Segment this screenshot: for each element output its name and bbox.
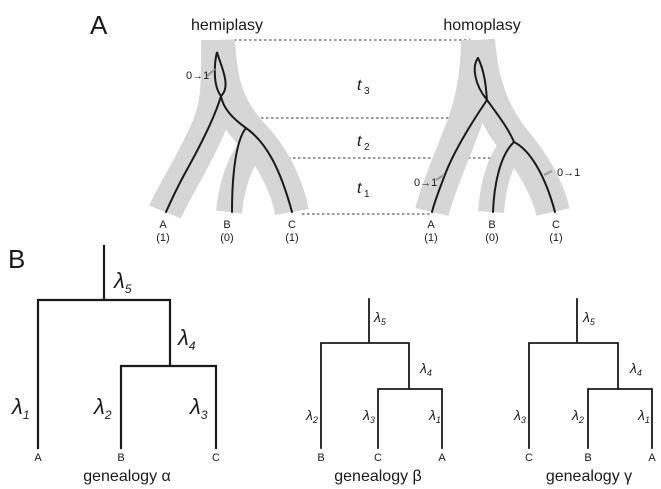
beta-tip-2: C [374,452,382,464]
alpha-tip-2: B [117,452,124,464]
genealogy-gamma: λ5 λ4 λ3 λ2 λ1 C B A genealogy γ [513,298,656,485]
alpha-lambda-1: λ1 [11,394,30,422]
svg-text:t: t [357,180,362,197]
gamma-lambda-3: λ3 [513,407,526,425]
beta-caption: genealogy β [334,468,422,485]
alpha-lambda-5: λ5 [113,268,132,296]
homoplasy-mutation-label-c: 0→1 [557,167,580,179]
svg-text:t: t [357,133,362,150]
hemiplasy-gene-tree [165,51,293,213]
gamma-tip-3: A [648,452,656,464]
hemiplasy-mutation-label: 0→1 [186,70,209,82]
hemiplasy-tip-c: C [288,219,296,231]
time-label-t1: t 1 [357,180,370,200]
genealogy-alpha: λ5 λ4 λ1 λ2 λ3 A B C genealogy α [11,244,220,485]
time-label-t2: t 2 [357,133,370,153]
hemiplasy-species-tree [149,39,309,219]
gamma-tip-2: B [584,452,591,464]
gamma-lambda-4: λ4 [629,360,642,378]
alpha-caption: genealogy α [83,468,171,485]
alpha-tip-3: C [212,452,220,464]
hemiplasy-tip-a: A [159,219,167,231]
alpha-lambda-3: λ3 [189,394,208,422]
alpha-lambda-4: λ4 [177,325,196,353]
homoplasy-gene-tree [431,57,556,213]
homoplasy-species-tree [415,38,570,217]
hemiplasy-tip-b: B [223,219,230,231]
time-label-t3: t 3 [357,77,370,97]
homoplasy-mutation-label-a: 0→1 [414,177,437,189]
homoplasy-tip-b-state: (0) [485,232,498,244]
svg-text:2: 2 [364,142,370,153]
mutation-tick-right [543,170,553,176]
beta-lambda-3: λ3 [362,407,375,425]
hemiplasy-tip-a-state: (1) [156,232,169,244]
panel-b-label: B [8,244,25,274]
homoplasy-tip-a-state: (1) [424,232,437,244]
alpha-tip-1: A [34,452,42,464]
svg-text:1: 1 [364,189,370,200]
genealogy-beta: λ5 λ4 λ2 λ3 λ1 B C A genealogy β [305,298,446,485]
alpha-lambda-2: λ2 [93,394,112,422]
gamma-caption: genealogy γ [546,468,632,485]
gamma-lambda-5: λ5 [582,309,596,327]
panel-a-label: A [90,10,108,40]
beta-lambda-5: λ5 [373,309,387,327]
svg-text:t: t [357,77,362,94]
mutation-tick [206,68,216,77]
beta-lambda-2: λ2 [305,407,318,425]
beta-lambda-4: λ4 [419,360,432,378]
beta-tip-1: B [317,452,324,464]
hemiplasy-tip-c-state: (1) [285,232,298,244]
beta-tip-3: A [438,452,446,464]
homoplasy-tip-b: B [488,219,495,231]
homoplasy-tip-a: A [427,219,435,231]
hemiplasy-title: hemiplasy [191,17,263,34]
homoplasy-title: homoplasy [443,17,520,34]
gamma-lambda-2: λ2 [571,407,584,425]
hemiplasy-tip-b-state: (0) [220,232,233,244]
homoplasy-tip-c-state: (1) [549,232,562,244]
mutation-tick-left [435,174,445,181]
gamma-tip-1: C [525,452,533,464]
gamma-lambda-1: λ1 [637,407,650,425]
homoplasy-tip-c: C [552,219,560,231]
svg-text:3: 3 [364,86,370,97]
beta-lambda-1: λ1 [428,407,441,425]
